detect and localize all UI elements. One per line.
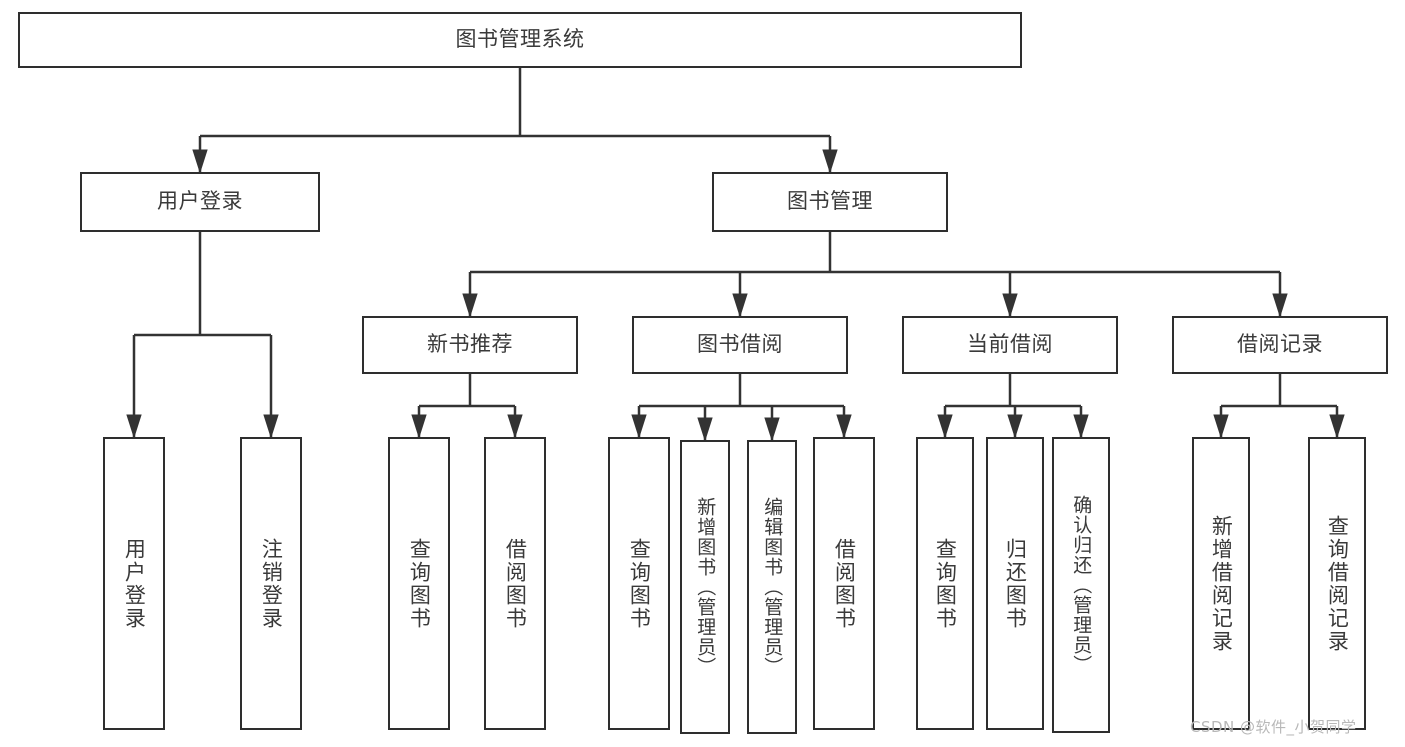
node-label: 归还图书 bbox=[1003, 537, 1028, 630]
node-label: 新增借阅记录 bbox=[1209, 514, 1234, 653]
node-label: 借阅记录 bbox=[1237, 332, 1323, 357]
node-label: 查询图书 bbox=[627, 537, 652, 630]
node-label: 图书借阅 bbox=[697, 332, 783, 357]
arrow-head-icon bbox=[822, 149, 838, 174]
arrow-head-icon bbox=[631, 414, 647, 439]
node-leaf-10[interactable]: 归还图书 bbox=[986, 437, 1044, 730]
arrow-head-icon bbox=[1272, 293, 1288, 318]
node-label: 图书管理系统 bbox=[455, 27, 585, 52]
node-label: 借阅图书 bbox=[503, 537, 528, 630]
node-leaf-8[interactable]: 借阅图书 bbox=[813, 437, 875, 730]
node-leaf-11[interactable]: 确认归还（管理员） bbox=[1052, 437, 1110, 733]
node-leaf-12[interactable]: 新增借阅记录 bbox=[1192, 437, 1250, 730]
node-label: 新增图书（管理员） bbox=[694, 497, 717, 677]
node-leaf-7[interactable]: 编辑图书（管理员） bbox=[747, 440, 797, 734]
node-label: 查询图书 bbox=[407, 537, 432, 630]
node-label: 图书管理 bbox=[787, 189, 873, 214]
node-label: 查询图书 bbox=[933, 537, 958, 630]
arrow-head-icon bbox=[697, 417, 713, 442]
node-label: 借阅图书 bbox=[832, 537, 857, 630]
node-label: 用户登录 bbox=[122, 537, 147, 630]
node-leaf-4[interactable]: 借阅图书 bbox=[484, 437, 546, 730]
arrow-head-icon bbox=[192, 149, 208, 174]
node-label: 当前借阅 bbox=[967, 332, 1053, 357]
node-label: 新书推荐 bbox=[427, 332, 513, 357]
arrow-head-icon bbox=[507, 414, 523, 439]
watermark-label: CSDN @软件_小贺同学 bbox=[1190, 718, 1357, 736]
arrow-head-icon bbox=[1213, 414, 1229, 439]
arrow-head-icon bbox=[263, 414, 279, 439]
node-leaf-6[interactable]: 新增图书（管理员） bbox=[680, 440, 730, 734]
arrow-head-icon bbox=[1007, 414, 1023, 439]
arrow-head-icon bbox=[836, 414, 852, 439]
node-label: 编辑图书（管理员） bbox=[761, 497, 784, 677]
node-leaf-3[interactable]: 查询图书 bbox=[388, 437, 450, 730]
node-book-borrow[interactable]: 图书借阅 bbox=[632, 316, 848, 374]
node-leaf-5[interactable]: 查询图书 bbox=[608, 437, 670, 730]
node-cur-borrow[interactable]: 当前借阅 bbox=[902, 316, 1118, 374]
arrow-head-icon bbox=[126, 414, 142, 439]
arrow-head-icon bbox=[764, 417, 780, 442]
node-leaf-1[interactable]: 用户登录 bbox=[103, 437, 165, 730]
node-borrow-log[interactable]: 借阅记录 bbox=[1172, 316, 1388, 374]
node-leaf-2[interactable]: 注销登录 bbox=[240, 437, 302, 730]
arrow-head-icon bbox=[411, 414, 427, 439]
node-new-rec[interactable]: 新书推荐 bbox=[362, 316, 578, 374]
node-leaf-9[interactable]: 查询图书 bbox=[916, 437, 974, 730]
node-label: 注销登录 bbox=[259, 537, 284, 630]
node-label: 查询借阅记录 bbox=[1325, 514, 1350, 653]
arrow-head-icon bbox=[1073, 414, 1089, 439]
node-user-login[interactable]: 用户登录 bbox=[80, 172, 320, 232]
node-book-mgmt[interactable]: 图书管理 bbox=[712, 172, 948, 232]
node-root[interactable]: 图书管理系统 bbox=[18, 12, 1022, 68]
node-label: 确认归还（管理员） bbox=[1070, 495, 1093, 675]
arrow-head-icon bbox=[732, 293, 748, 318]
arrow-head-icon bbox=[937, 414, 953, 439]
arrow-head-icon bbox=[462, 293, 478, 318]
arrow-head-icon bbox=[1329, 414, 1345, 439]
node-label: 用户登录 bbox=[157, 189, 243, 214]
node-leaf-13[interactable]: 查询借阅记录 bbox=[1308, 437, 1366, 730]
arrow-head-icon bbox=[1002, 293, 1018, 318]
